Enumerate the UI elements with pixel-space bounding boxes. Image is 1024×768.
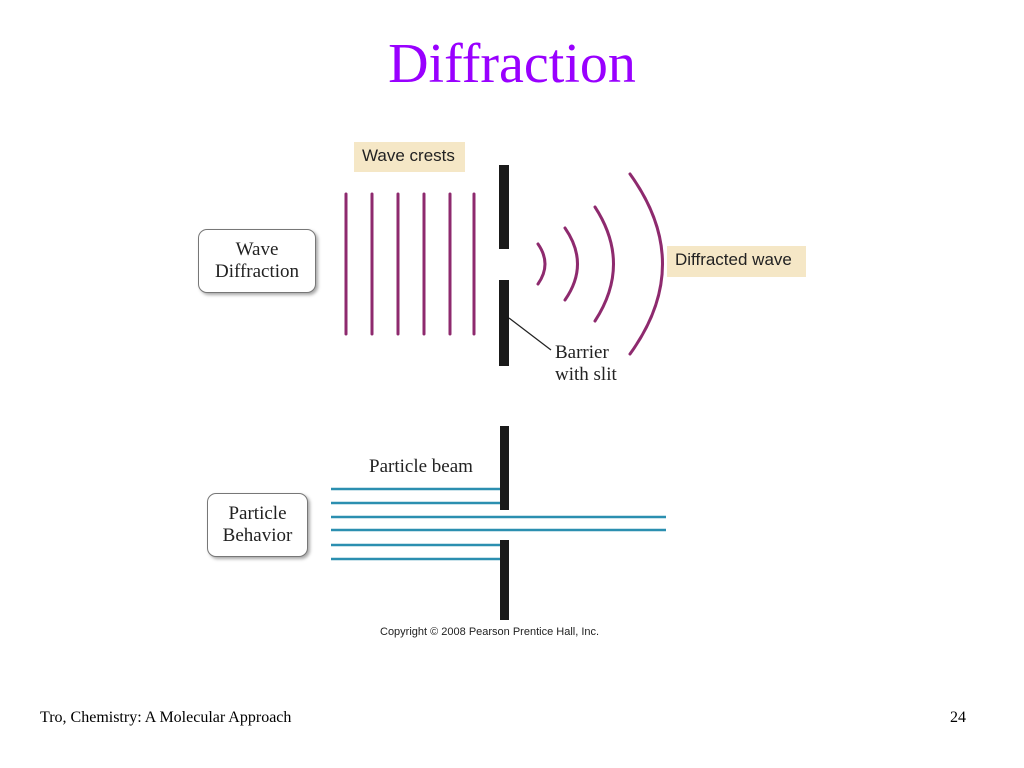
diffracted-arc bbox=[628, 172, 664, 356]
barrier-label-line2: with slit bbox=[555, 364, 617, 385]
wave-diffraction-box: Wave Diffraction bbox=[198, 229, 316, 293]
particle-beam-label: Particle beam bbox=[369, 456, 473, 477]
incoming-wave-crests bbox=[344, 192, 476, 336]
diffracted-arc bbox=[593, 205, 615, 323]
particle-box-line1: Particle bbox=[228, 503, 287, 524]
copyright-notice: Copyright © 2008 Pearson Prentice Hall, … bbox=[380, 626, 600, 638]
wave-barrier-upper bbox=[499, 165, 509, 249]
diffracted-arc bbox=[536, 242, 547, 286]
particle-barrier-lower bbox=[500, 540, 509, 620]
wave-box-line1: Wave bbox=[235, 239, 279, 260]
particle-box-line2: Behavior bbox=[222, 525, 293, 546]
wave-box-line2: Diffraction bbox=[214, 261, 300, 282]
diffracted-wave-tag: Diffracted wave bbox=[667, 246, 806, 277]
diffracted-wave-arcs bbox=[536, 172, 664, 356]
particle-barrier bbox=[500, 426, 509, 620]
particle-beams bbox=[331, 487, 666, 561]
barrier-label-line1: Barrier bbox=[555, 342, 609, 363]
particle-barrier-upper bbox=[500, 426, 509, 510]
particle-behavior-box: Particle Behavior bbox=[207, 493, 308, 557]
barrier-label: Barrier with slit bbox=[555, 342, 617, 386]
wave-barrier-lower bbox=[499, 280, 509, 366]
page-number: 24 bbox=[950, 709, 966, 726]
footer-book-title: Tro, Chemistry: A Molecular Approach bbox=[40, 709, 292, 726]
diffracted-arc bbox=[563, 226, 579, 302]
barrier-pointer-line bbox=[508, 317, 552, 351]
slide-title: Diffraction bbox=[388, 33, 636, 95]
wave-crests-tag: Wave crests bbox=[354, 142, 465, 172]
wave-barrier bbox=[499, 165, 509, 366]
